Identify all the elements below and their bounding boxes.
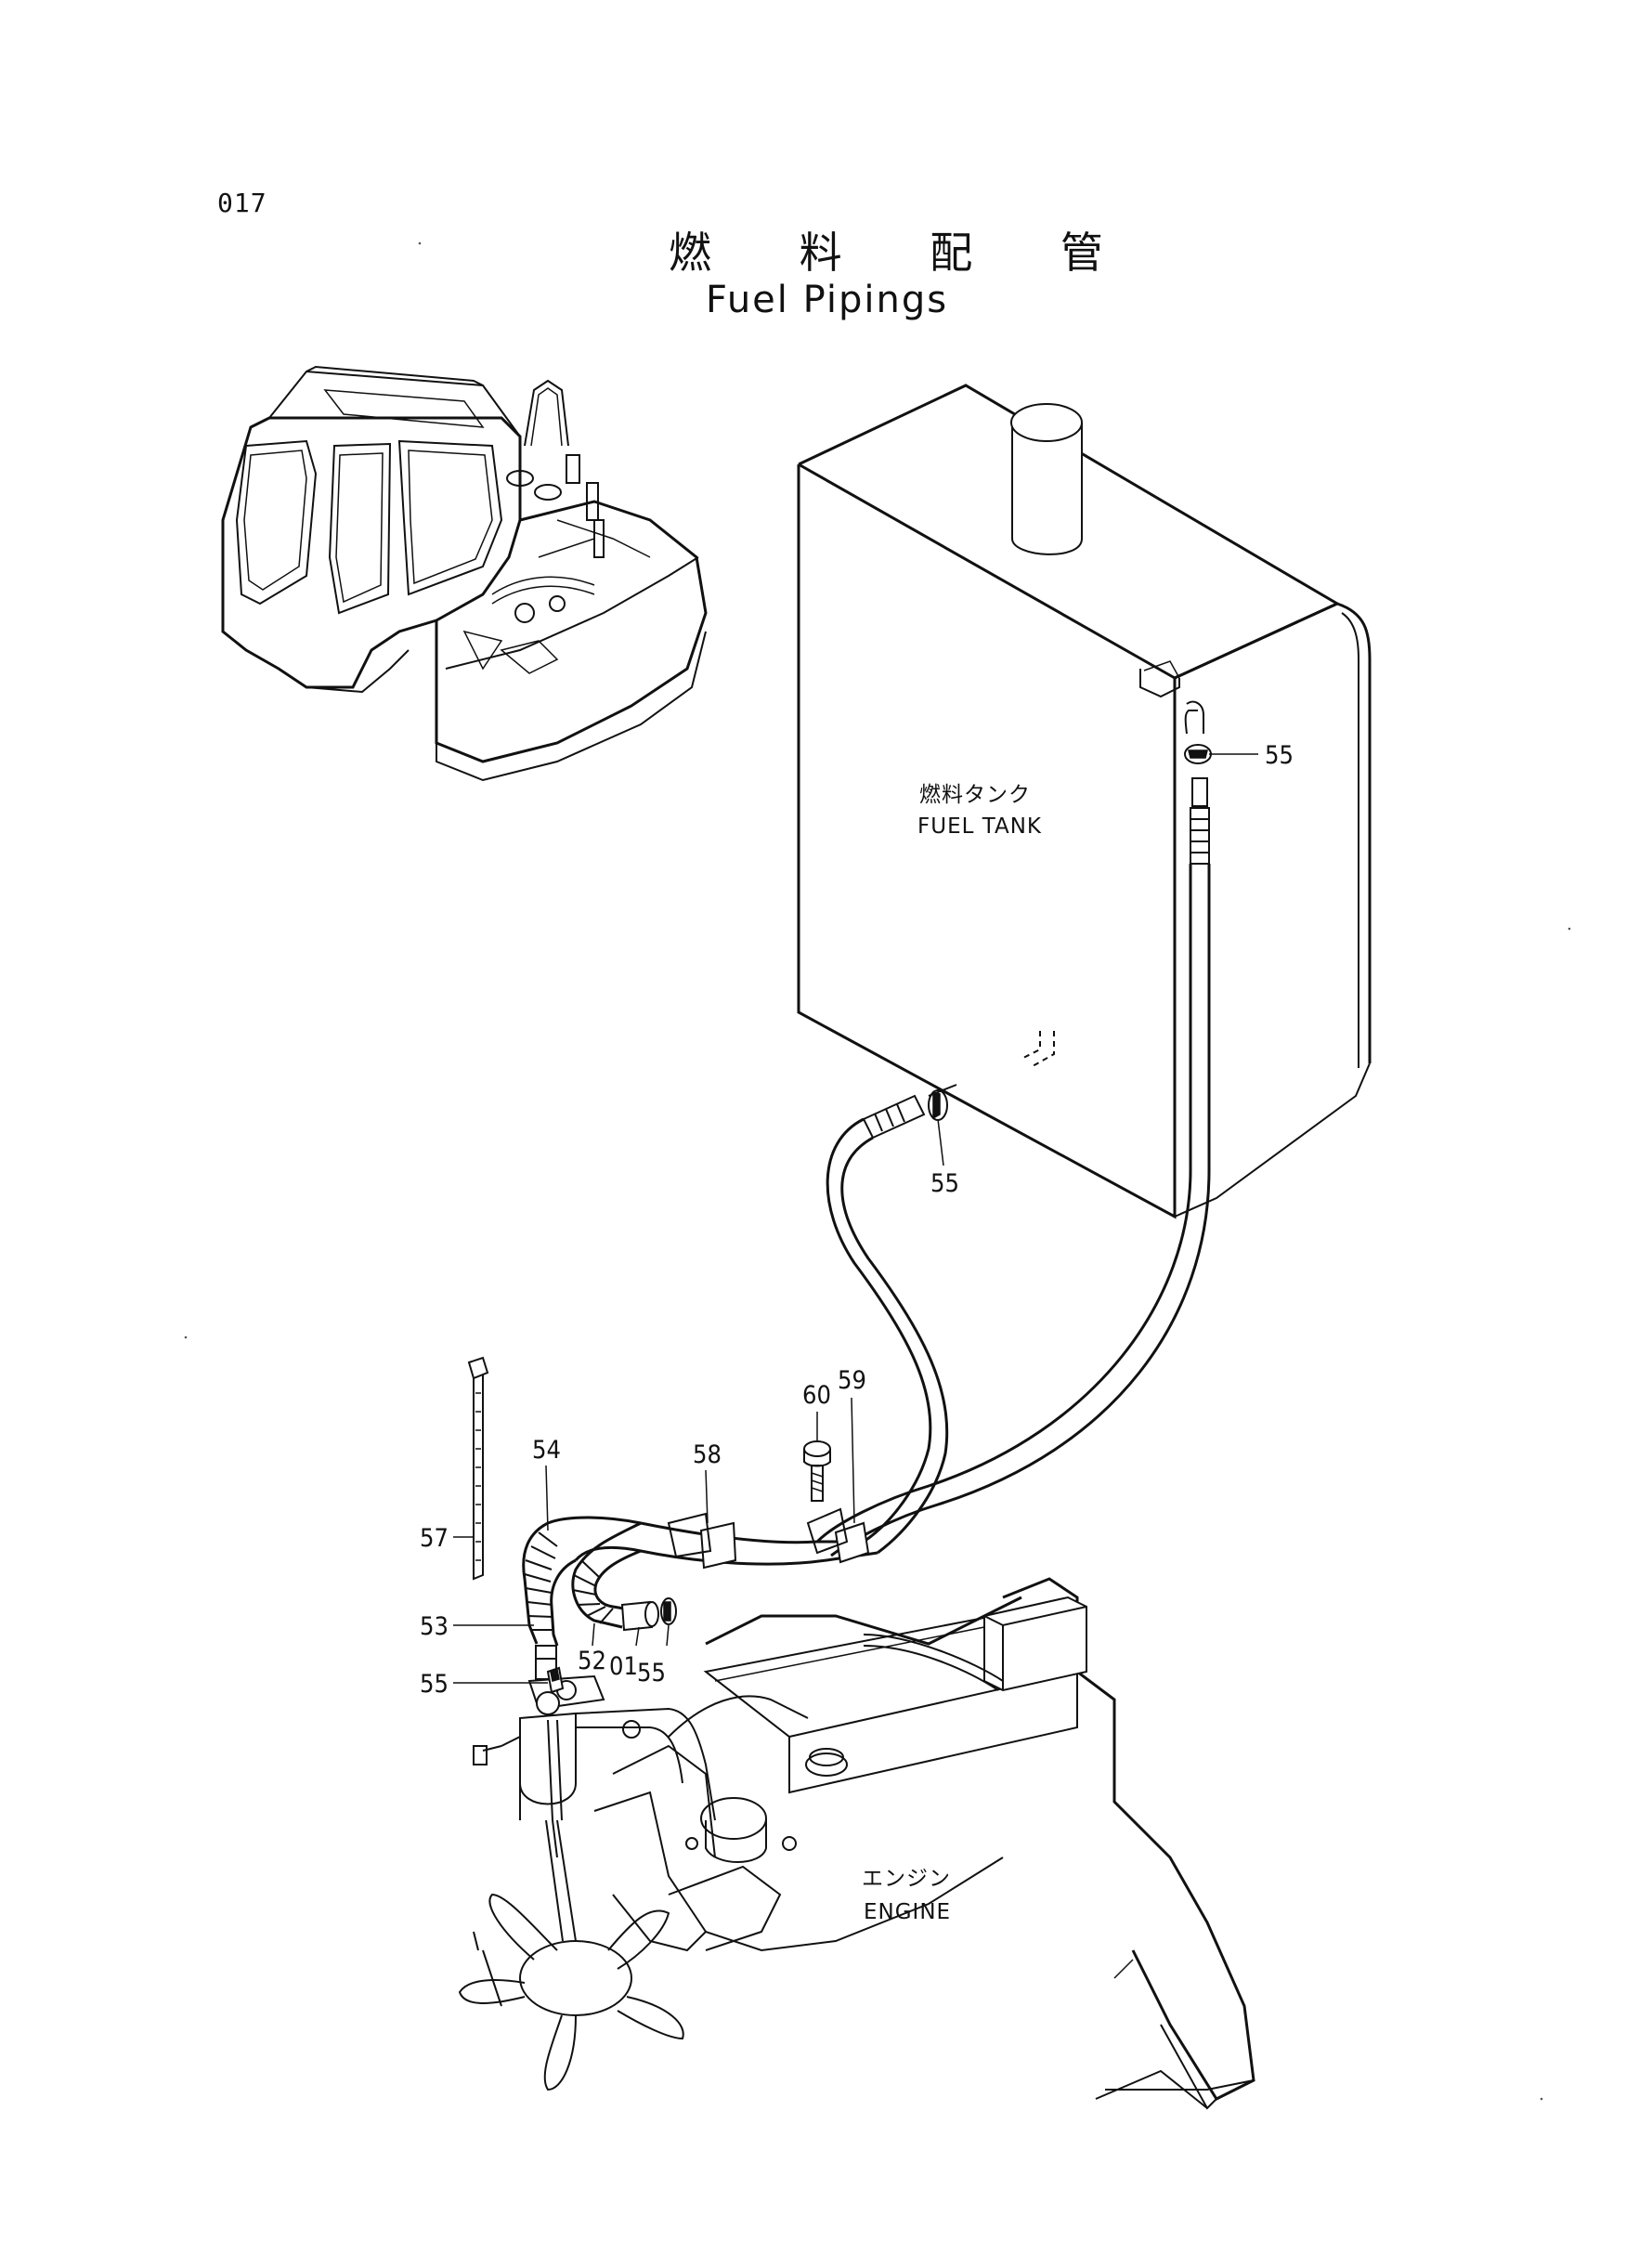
scan-dot [418,241,422,245]
callout-55-tank-outlet: 55 [930,1169,959,1198]
hose-52-corrugated [571,1521,677,1632]
callout-59: 59 [838,1366,866,1395]
engine-label: ENGINE [864,1900,951,1924]
callout-58: 58 [693,1440,722,1469]
engine-label-japanese: エンジン [862,1867,951,1891]
scan-dot [184,1335,188,1339]
scan-dot [1567,927,1571,931]
callout-leaders [453,753,1258,1684]
callout-53: 53 [420,1612,449,1641]
callout-57: 57 [420,1524,449,1553]
page-number: 017 [217,188,267,218]
engine-illustration [458,1577,1255,2110]
callout-55-engine-clamp: 55 [420,1670,449,1699]
callout-55-filter-clamp: 55 [637,1659,666,1687]
scan-dot [1540,2097,1543,2101]
fuel-tank-label-japanese: 燃料タンク [919,783,1031,807]
excavator-overview-illustration [221,365,708,782]
hose-54-corrugated [522,1521,577,1680]
supply-hose [826,1084,957,1555]
callout-54: 54 [532,1436,561,1465]
callout-52: 52 [578,1647,606,1675]
engine-hose-clamp [546,1666,565,1694]
fuel-tank-label: FUEL TANK [917,814,1042,839]
callout-01: 01 [609,1652,638,1681]
cable-tie-57 [467,1356,489,1581]
page-title: Fuel Pipings [706,279,949,321]
callout-55-tank-return: 55 [1265,741,1294,770]
fuel-tank [797,384,1372,1219]
return-hose [815,700,1212,1557]
page-title-japanese: 燃 料 配 管 [669,228,1140,278]
callout-60: 60 [802,1381,831,1410]
